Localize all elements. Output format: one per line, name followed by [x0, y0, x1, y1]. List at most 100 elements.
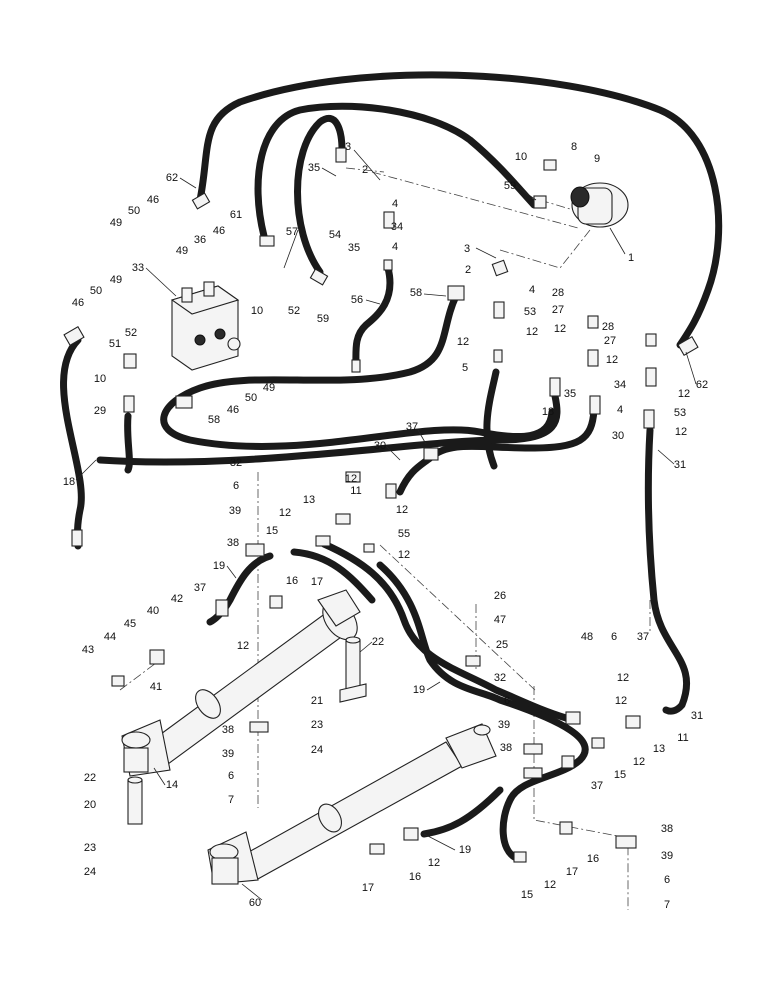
callout-label: 33 — [132, 262, 144, 274]
callout-label: 37 — [637, 631, 649, 643]
callout-label: 38 — [500, 742, 512, 754]
callout-label: 12 — [345, 473, 357, 485]
callout-label: 13 — [653, 743, 665, 755]
callout-label: 32 — [230, 457, 242, 469]
callout-label: 59 — [317, 313, 329, 325]
callout-label: 6 — [233, 480, 239, 492]
callout-label: 12 — [457, 336, 469, 348]
callout-label: 12 — [396, 504, 408, 516]
callout-label: 46 — [147, 194, 159, 206]
callout-label: 46 — [213, 225, 225, 237]
callout-label: 11 — [677, 732, 688, 744]
callout-label: 15 — [521, 889, 533, 901]
callout-label: 3 — [464, 243, 470, 255]
callout-label: 30 — [374, 440, 386, 452]
callout-label: 59 — [504, 180, 516, 192]
callout-label: 49 — [110, 274, 122, 286]
callout-label: 42 — [171, 593, 183, 605]
cylinder-60 — [207, 723, 497, 885]
callout-label: 12 — [617, 672, 629, 684]
callout-label: 12 — [675, 426, 687, 438]
callout-label: 38 — [222, 724, 234, 736]
callout-label: 57 — [286, 226, 298, 238]
callout-label: 44 — [104, 631, 116, 643]
hydraulic-motor — [570, 182, 629, 228]
callout-label: 36 — [194, 234, 206, 246]
callout-label: 16 — [409, 871, 421, 883]
callout-label: 37 — [406, 421, 418, 433]
callout-label: 6 — [228, 770, 234, 782]
hose-19d — [376, 561, 589, 862]
hose-5 — [483, 368, 500, 470]
callout-label: 10 — [515, 151, 527, 163]
hose-18b — [96, 392, 561, 466]
callout-label: 50 — [245, 392, 257, 404]
hose-18 — [60, 336, 85, 550]
callout-label: 16 — [286, 575, 298, 587]
callout-label: 4 — [392, 241, 398, 253]
hose-19 — [320, 540, 570, 722]
callout-label: 52 — [125, 327, 137, 339]
callout-label: 12 — [606, 354, 618, 366]
callout-label: 5 — [462, 362, 468, 374]
callout-label: 4 — [617, 404, 623, 416]
callout-label: 50 — [90, 285, 102, 297]
callout-label: 4 — [529, 284, 535, 296]
callout-label: 22 — [84, 772, 96, 784]
callout-label: 58 — [410, 287, 422, 299]
callout-label: 48 — [581, 631, 593, 643]
callout-label: 62 — [166, 172, 178, 184]
callout-label: 12 — [544, 879, 556, 891]
callout-label: 1 — [628, 252, 634, 264]
callout-label: 62 — [696, 379, 708, 391]
callout-label: 22 — [372, 636, 384, 648]
callout-label: 18 — [542, 406, 554, 418]
callout-label: 19 — [459, 844, 471, 856]
callout-label: 46 — [72, 297, 84, 309]
callout-label: 15 — [614, 769, 626, 781]
pins — [127, 636, 367, 825]
callout-label: 30 — [612, 430, 624, 442]
hose-58 — [160, 292, 556, 450]
callout-label: 54 — [329, 229, 341, 241]
callout-label: 15 — [266, 525, 278, 537]
callout-label: 10 — [251, 305, 263, 317]
callout-label: 26 — [494, 590, 506, 602]
callout-label: 19 — [413, 684, 425, 696]
callout-label: 9 — [594, 153, 600, 165]
callout-label: 32 — [494, 672, 506, 684]
callout-label: 21 — [311, 695, 323, 707]
callout-label: 38 — [227, 537, 239, 549]
callout-label: 47 — [494, 614, 506, 626]
callout-label: 2 — [465, 264, 471, 276]
callout-label: 17 — [362, 882, 374, 894]
callout-label: 37 — [194, 582, 206, 594]
callout-label: 19 — [213, 560, 225, 572]
valve-block — [170, 281, 241, 371]
callout-label: 39 — [661, 850, 673, 862]
callout-label: 25 — [496, 639, 508, 651]
hose-19b — [290, 548, 376, 604]
hose-61 — [254, 102, 538, 240]
hose-62-left — [196, 71, 723, 349]
callout-label: 12 — [633, 756, 645, 768]
callout-label: 7 — [664, 899, 670, 911]
callout-label: 24 — [311, 744, 323, 756]
callout-label: 49 — [110, 217, 122, 229]
callout-label: 13 — [303, 494, 315, 506]
callout-label: 4 — [392, 198, 398, 210]
callout-label: 12 — [554, 323, 566, 335]
callout-label: 6 — [504, 695, 510, 707]
callout-label: 18 — [63, 476, 75, 488]
callout-label: 60 — [249, 897, 261, 909]
callout-label: 53 — [524, 306, 536, 318]
callout-label: 27 — [552, 304, 564, 316]
callout-label: 12 — [615, 695, 627, 707]
centerlines — [119, 167, 651, 910]
callout-label: 6 — [664, 874, 670, 886]
callout-label: 45 — [124, 618, 136, 630]
callout-label: 39 — [222, 748, 234, 760]
callout-label: 3 — [345, 141, 351, 153]
